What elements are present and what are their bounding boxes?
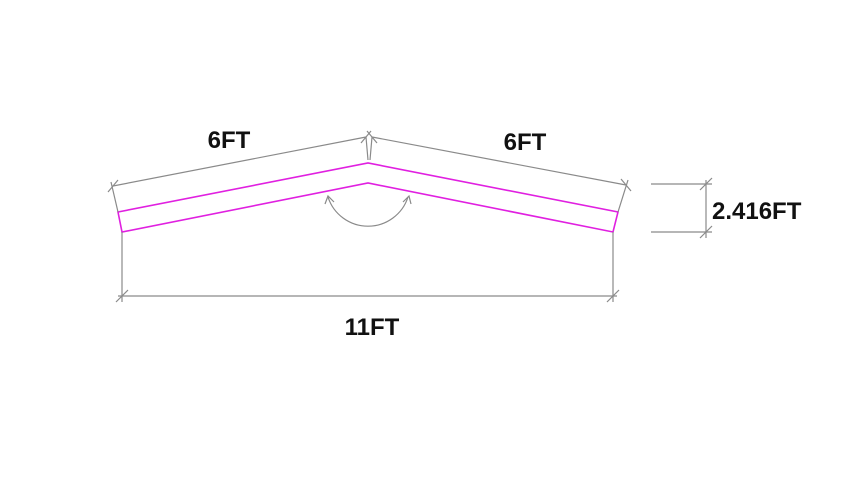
span-label: 11FT [345,314,400,341]
span-dimension [115,232,620,303]
right-slope-label: 6FT [504,129,547,156]
left-slope-label: 6FT [208,127,251,154]
bent-panel-outline [117,162,619,233]
right-slope-dimension [366,130,632,213]
bend-angle-arc [324,194,412,227]
left-slope-dimension [107,130,372,213]
rise-label: 2.416FT [712,198,802,225]
rise-dimension [651,177,713,239]
